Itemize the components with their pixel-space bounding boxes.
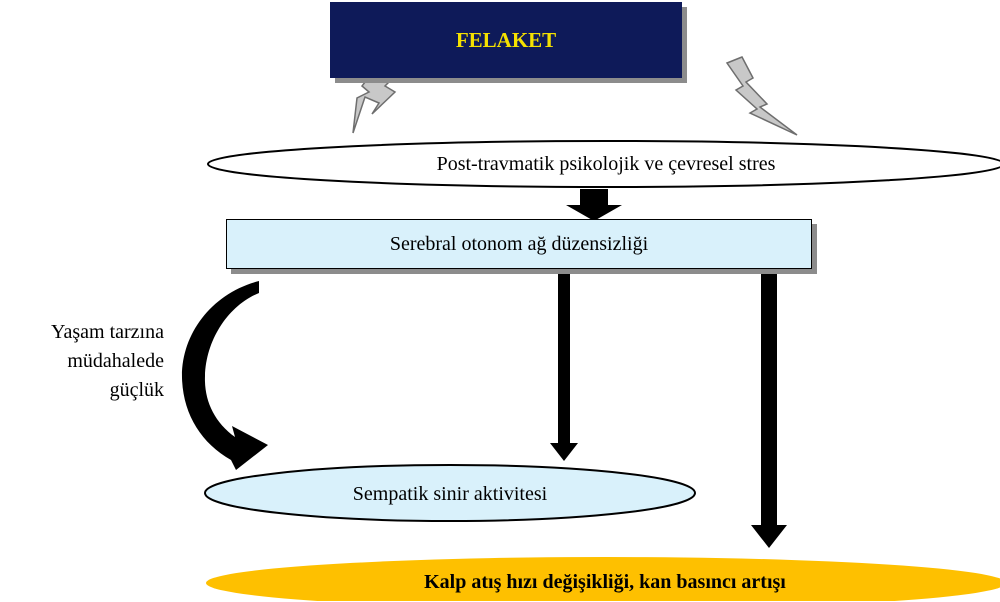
sempatik-label: Sempatik sinir aktivitesi: [352, 482, 548, 505]
lightning-bolt-right: [725, 56, 798, 136]
kalp-label: Kalp atış hızı değişikliği, kan basıncı …: [424, 570, 786, 593]
serebral-label: Serebral otonom ağ düzensizliği: [389, 232, 649, 255]
side-label-line-3: güçlük: [109, 379, 164, 401]
stres-label: Post-travmatik psikolojik ve çevresel st…: [436, 152, 776, 175]
arrow-serebral-to-kalp: [751, 271, 787, 548]
felaket-label: FELAKET: [455, 27, 557, 52]
curved-arrow-lifestyle: [181, 281, 268, 470]
arrow-serebral-to-sempatik: [550, 271, 578, 461]
lightning-bolt-left: [352, 63, 399, 134]
stres-ellipse: [207, 140, 1000, 188]
kalp-ellipse: [206, 557, 1000, 601]
side-label-line-1: Yaşam tarzına: [51, 321, 164, 343]
felaket-box: FELAKET: [330, 2, 682, 78]
side-label-line-2: müdahalede: [67, 350, 164, 372]
down-arrow-to-serebral: [566, 189, 622, 221]
serebral-box: Serebral otonom ağ düzensizliği: [226, 219, 812, 269]
sempatik-ellipse: [204, 464, 696, 522]
lifestyle-side-label: Yaşam tarzına müdahalede güçlük: [51, 318, 164, 405]
